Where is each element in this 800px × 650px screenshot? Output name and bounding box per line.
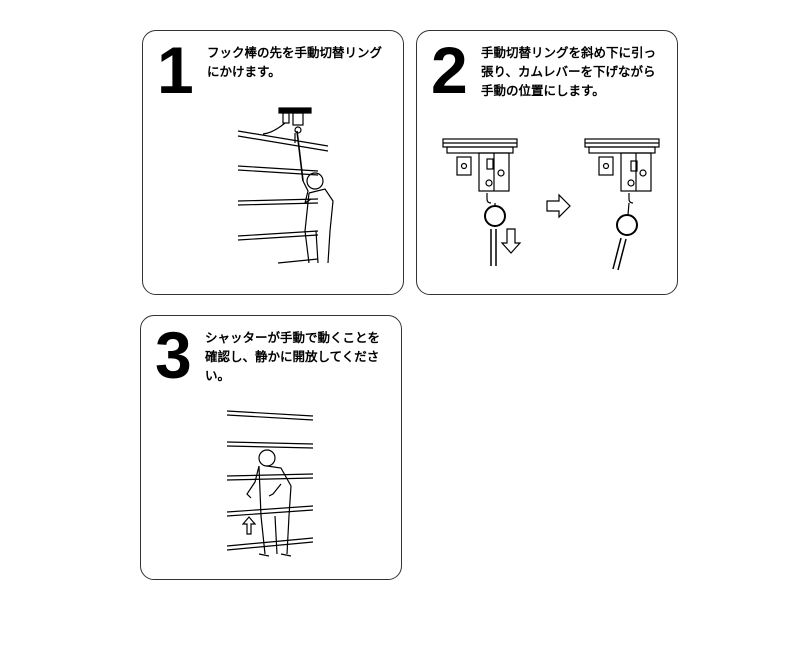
step-3-panel: 3 シャッターが手動で動くことを確認し、静かに開放してください。 — [140, 315, 402, 580]
shutter-slats — [226, 410, 314, 551]
step-1-number: 1 — [157, 33, 194, 107]
step-2-panel: 2 手動切替リングを斜め下に引っ張り、カムレバーを下げながら手動の位置にします。 — [416, 30, 678, 295]
mechanism-before — [442, 138, 518, 266]
shutter-motor-bracket — [262, 107, 312, 143]
right-arrow-icon — [546, 193, 571, 219]
step-3-number: 3 — [155, 318, 192, 392]
up-arrow-icon — [241, 516, 257, 535]
worker-figure — [246, 449, 292, 557]
mechanism-after — [584, 138, 660, 271]
hook-pole — [296, 130, 304, 182]
step-2-illustration — [442, 138, 660, 271]
worker-figure — [302, 172, 334, 264]
step-3-illustration — [226, 410, 314, 557]
step-1-illustration — [237, 107, 334, 264]
step-3-instruction: シャッターが手動で動くことを確認し、静かに開放してください。 — [205, 330, 381, 383]
step-1-panel: 1 フック棒の先を手動切替リングにかけます。 — [142, 30, 404, 295]
step-2-number: 2 — [431, 33, 468, 107]
down-arrow-icon — [500, 228, 522, 254]
shutter-slats — [237, 130, 329, 264]
step-1-instruction: フック棒の先を手動切替リングにかけます。 — [207, 45, 383, 79]
step-2-instruction: 手動切替リングを斜め下に引っ張り、カムレバーを下げながら手動の位置にします。 — [481, 45, 657, 98]
